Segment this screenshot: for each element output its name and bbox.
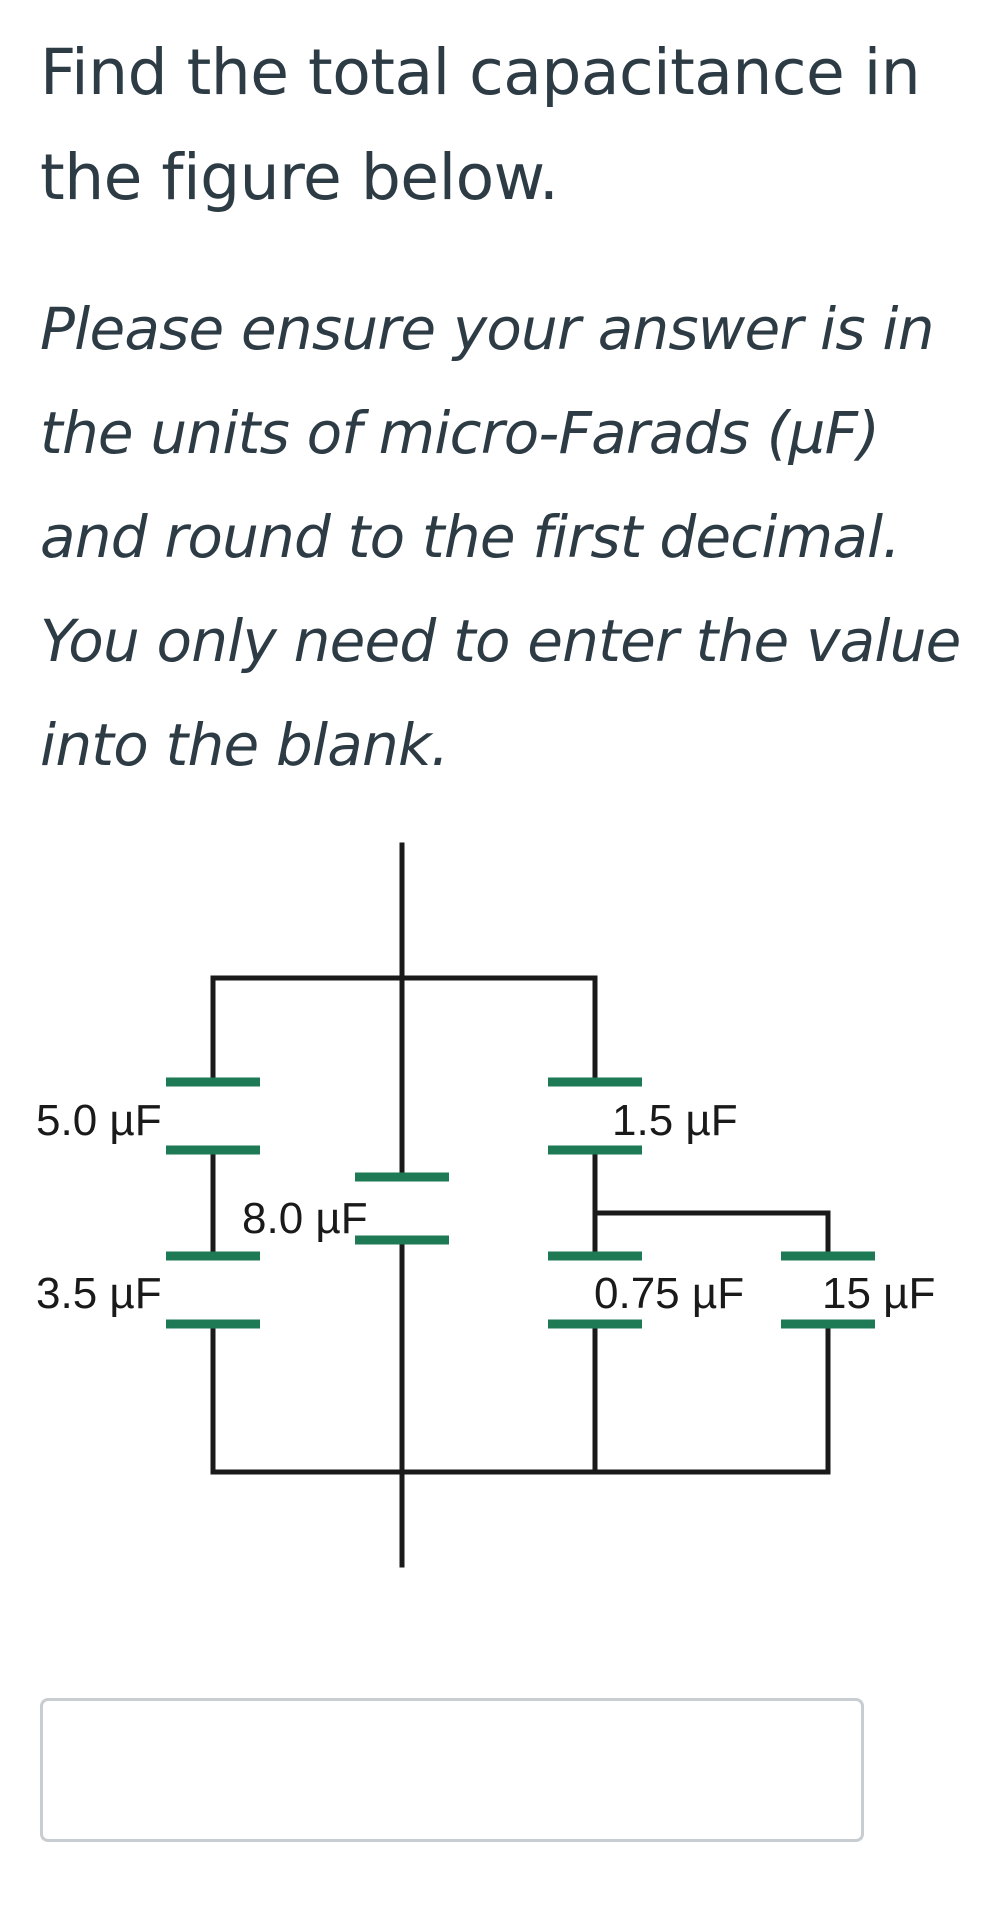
question-line-2: the figure below. (40, 141, 559, 214)
instructions-line-1: Please ensure your answer is in (40, 295, 934, 363)
instructions-line-4: You only need to enter the value (40, 607, 961, 675)
capacitor-label-1-5: 1.5 µF (612, 1096, 738, 1145)
instructions-line-5: into the blank. (40, 711, 449, 779)
instructions-line-3: and round to the first decimal. (40, 503, 901, 571)
capacitor-label-15: 15 µF (822, 1269, 935, 1318)
capacitor-labels: 5.0 µF 3.5 µF 8.0 µF 1.5 µF 0.75 µF 15 µ… (36, 1096, 935, 1318)
capacitor-label-3-5: 3.5 µF (36, 1269, 162, 1318)
circuit-wires (210, 842, 831, 1568)
answer-input[interactable] (40, 1698, 864, 1842)
capacitor-label-0-75: 0.75 µF (594, 1269, 744, 1318)
circuit-diagram: 5.0 µF 3.5 µF 8.0 µF 1.5 µF 0.75 µF 15 µ… (36, 842, 935, 1568)
question-text: Find the total capacitance in the figure… (40, 20, 970, 230)
instructions-line-2: the units of micro-Farads (µF) (40, 399, 880, 467)
capacitor-plates (166, 1077, 875, 1329)
capacitor-label-5-0: 5.0 µF (36, 1096, 162, 1145)
instructions-text: Please ensure your answer is in the unit… (40, 277, 980, 797)
capacitor-label-8-0: 8.0 µF (242, 1194, 368, 1243)
question-line-1: Find the total capacitance in (40, 36, 921, 109)
